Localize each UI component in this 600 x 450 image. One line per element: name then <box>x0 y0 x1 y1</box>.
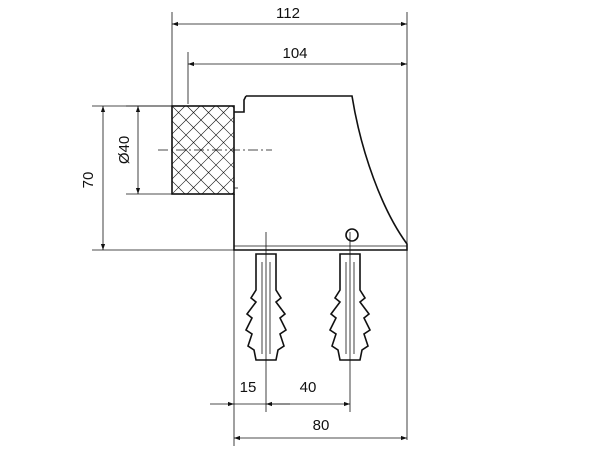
dimension-80: 80 <box>234 417 407 441</box>
dimension-40: 40 <box>266 379 350 407</box>
dimension-104: 104 <box>187 45 407 104</box>
dimension-label-40: 40 <box>300 379 317 396</box>
dimension-label-diameter-40: Ø40 <box>116 136 133 164</box>
screw-hole <box>345 228 359 242</box>
rubber-buffer <box>171 105 235 195</box>
stopper-body <box>233 95 408 251</box>
wall-plug-right <box>328 232 372 412</box>
collar <box>234 95 247 189</box>
dimension-label-15: 15 <box>240 379 257 396</box>
wall-plug-left <box>244 232 288 412</box>
dimension-label-70: 70 <box>80 172 97 189</box>
dimension-label-104: 104 <box>282 45 307 62</box>
dimension-label-112: 112 <box>276 5 300 22</box>
dimension-112: 112 <box>171 5 408 440</box>
dimension-label-80: 80 <box>313 417 330 434</box>
dimension-70: 70 <box>80 105 234 251</box>
